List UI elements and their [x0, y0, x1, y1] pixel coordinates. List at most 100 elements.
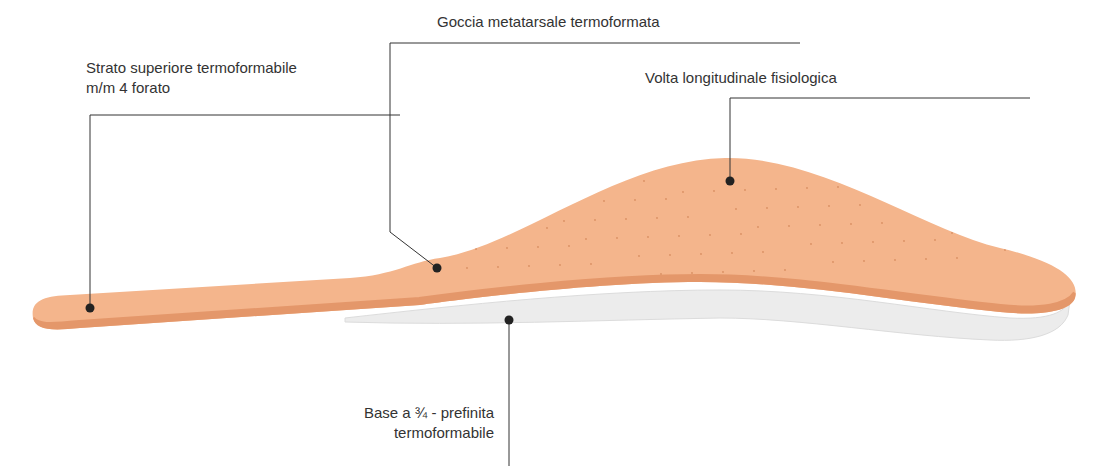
perforation-dot — [841, 242, 843, 244]
perforation-dot — [832, 261, 834, 263]
perforation-dot — [475, 248, 477, 250]
part-label: Base a ¾ - prefinita termoformabile — [334, 403, 494, 443]
perforation-dot — [788, 225, 790, 227]
perforation-dot — [722, 271, 724, 273]
perforation-dot — [669, 254, 671, 256]
perforation-dot — [519, 184, 521, 186]
perforation-dot — [797, 206, 799, 208]
perforation-dot — [982, 231, 984, 233]
perforation-dot — [894, 259, 896, 261]
perforation-dot — [687, 216, 689, 218]
perforation-dot — [854, 179, 856, 181]
perforation-dot — [506, 247, 508, 249]
perforation-dot — [638, 255, 640, 257]
perforation-dot — [537, 246, 539, 248]
perforation-dot — [740, 233, 742, 235]
perforation-dot — [709, 234, 711, 236]
perforation-dot — [819, 224, 821, 226]
perforation-dot — [515, 228, 517, 230]
perforation-dot — [466, 267, 468, 269]
perforation-dot — [859, 204, 861, 206]
perforation-dot — [453, 230, 455, 232]
perforation-dot — [881, 222, 883, 224]
leader-lines — [90, 43, 1030, 466]
perforation-dot — [590, 263, 592, 265]
perforation-dot — [837, 186, 839, 188]
perforation-dot — [656, 217, 658, 219]
perforation-dot — [731, 252, 733, 254]
perforation-dot — [493, 210, 495, 212]
perforation-texture — [449, 174, 1006, 275]
perforation-dot — [625, 218, 627, 220]
perforation-dot — [969, 194, 971, 196]
perforation-dot — [810, 243, 812, 245]
perforation-dot — [665, 198, 667, 200]
perforation-dot — [660, 273, 662, 275]
perforation-dot — [488, 185, 490, 187]
perforation-dot — [713, 190, 715, 192]
part-label: Goccia metatarsale termoformata — [437, 12, 797, 32]
perforation-dot — [991, 212, 993, 214]
perforation-dot — [572, 201, 574, 203]
perforation-dot — [757, 226, 759, 228]
perforation-dot — [643, 180, 645, 182]
perforation-dot — [806, 187, 808, 189]
part-label: Volta longitudinale fisiologica — [645, 68, 1005, 88]
perforation-dot — [938, 195, 940, 197]
perforation-dot — [850, 223, 852, 225]
perforation-dot — [497, 266, 499, 268]
perforation-dot — [581, 182, 583, 184]
perforation-dot — [956, 257, 958, 259]
perforation-dot — [775, 188, 777, 190]
perforation-dot — [616, 237, 618, 239]
perforation-dot — [863, 260, 865, 262]
perforation-dot — [947, 176, 949, 178]
perforation-dot — [872, 241, 874, 243]
perforation-dot — [678, 235, 680, 237]
top-layer-edge — [28, 282, 1080, 330]
perforation-dot — [978, 175, 980, 177]
perforation-dot — [484, 229, 486, 231]
perforation-dot — [647, 236, 649, 238]
perforation-dot — [960, 213, 962, 215]
perforation-dot — [603, 200, 605, 202]
perforation-dot — [559, 264, 561, 266]
perforation-dot — [916, 177, 918, 179]
perforation-dot — [568, 245, 570, 247]
part-label: Strato superiore termoformabile m/m 4 fo… — [86, 58, 298, 98]
perforation-dot — [744, 189, 746, 191]
perforation-dot — [563, 220, 565, 222]
perforation-dot — [929, 214, 931, 216]
perforation-dot — [541, 202, 543, 204]
perforation-dot — [1000, 193, 1002, 195]
perforation-dot — [612, 181, 614, 183]
perforation-dot — [762, 251, 764, 253]
perforation-dot — [682, 191, 684, 193]
perforation-dot — [934, 239, 936, 241]
perforation-dot — [925, 258, 927, 260]
perforation-dot — [766, 207, 768, 209]
perforation-dot — [550, 183, 552, 185]
perforation-dot — [471, 192, 473, 194]
perforation-dot — [753, 270, 755, 272]
perforation-dot — [828, 205, 830, 207]
perforation-dot — [951, 232, 953, 234]
perforation-dot — [903, 240, 905, 242]
perforation-dot — [885, 178, 887, 180]
perforation-dot — [634, 199, 636, 201]
perforation-dot — [585, 238, 587, 240]
perforation-dot — [546, 227, 548, 229]
perforation-dot — [735, 208, 737, 210]
perforation-dot — [528, 265, 530, 267]
perforation-dot — [907, 196, 909, 198]
perforation-dot — [594, 219, 596, 221]
perforation-dot — [784, 269, 786, 271]
perforation-dot — [1004, 249, 1006, 251]
callout-dots — [86, 177, 735, 325]
perforation-dot — [449, 174, 451, 176]
perforation-dot — [691, 272, 693, 274]
perforation-dot — [462, 211, 464, 213]
perforation-dot — [700, 253, 702, 255]
top-layer — [33, 158, 1076, 329]
